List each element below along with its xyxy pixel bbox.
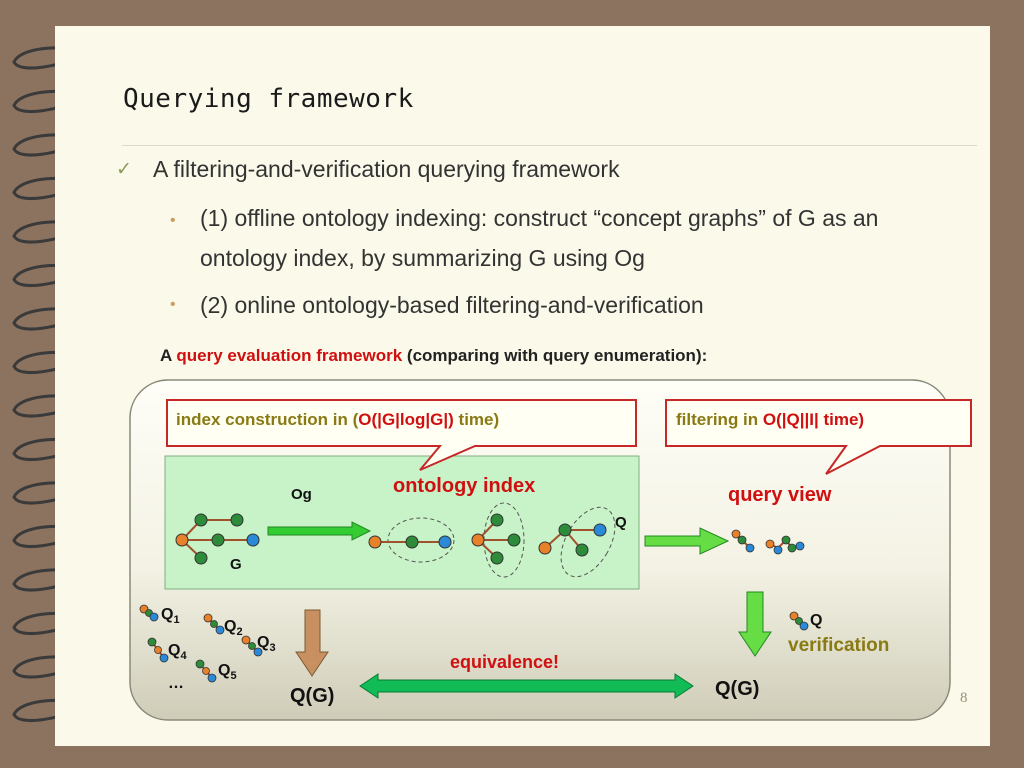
query-label-q5: Q5 — [218, 662, 237, 683]
equivalence-double-arrow — [359, 673, 694, 699]
query-ellipsis: … — [168, 675, 184, 692]
query-label-q1: Q1 — [161, 606, 180, 627]
query-label-q2: Q2 — [224, 618, 243, 639]
og-arrow — [267, 521, 372, 541]
callout-index-construction — [166, 399, 637, 471]
framework-caption: A query evaluation framework (comparing … — [160, 346, 708, 365]
enumeration-down-arrow — [295, 609, 329, 677]
concept-graph-3 — [538, 506, 616, 578]
verification-label: verification — [788, 635, 890, 656]
title-divider — [122, 145, 977, 146]
qg-right: Q(G) — [715, 678, 760, 700]
query-label-q3: Q3 — [257, 634, 276, 655]
verification-q-label: Q — [810, 612, 823, 629]
sub-bullet-1: (1) offline ontology indexing: construct… — [200, 205, 879, 271]
ontology-index-label: ontology index — [393, 475, 536, 497]
qg-left: Q(G) — [290, 685, 335, 707]
callout-filtering — [665, 399, 972, 475]
sub-bullet-2: (2) online ontology-based filtering-and-… — [200, 292, 704, 318]
q-label: Q — [615, 514, 627, 531]
g-label: G — [230, 556, 242, 573]
equivalence-label: equivalence! — [450, 652, 560, 672]
query-label-q4: Q4 — [168, 642, 187, 663]
query-view-arrow — [644, 527, 730, 555]
filtering-text: filtering in O(|Q||I| time) — [676, 410, 865, 429]
graph-g — [175, 513, 260, 565]
query-view-label: query view — [728, 484, 832, 506]
index-construction-text: index construction in (O(|G|log|G|) time… — [176, 410, 500, 429]
concept-graph-2 — [471, 502, 525, 578]
query-view-graphs — [731, 529, 805, 555]
check-bullet-icon: ✓ — [116, 159, 132, 180]
og-label: Og — [291, 486, 312, 503]
enumerated-queries — [139, 604, 809, 683]
bullet-dot-icon: • — [170, 212, 176, 229]
concept-graph-1 — [368, 517, 455, 563]
verification-down-arrow — [738, 591, 772, 657]
bullet-dot-icon: • — [170, 296, 176, 313]
index-box — [164, 455, 640, 590]
main-bullet: A filtering-and-verification querying fr… — [153, 156, 620, 182]
page-number: 8 — [960, 690, 968, 706]
slide-title: Querying framework — [123, 84, 414, 114]
